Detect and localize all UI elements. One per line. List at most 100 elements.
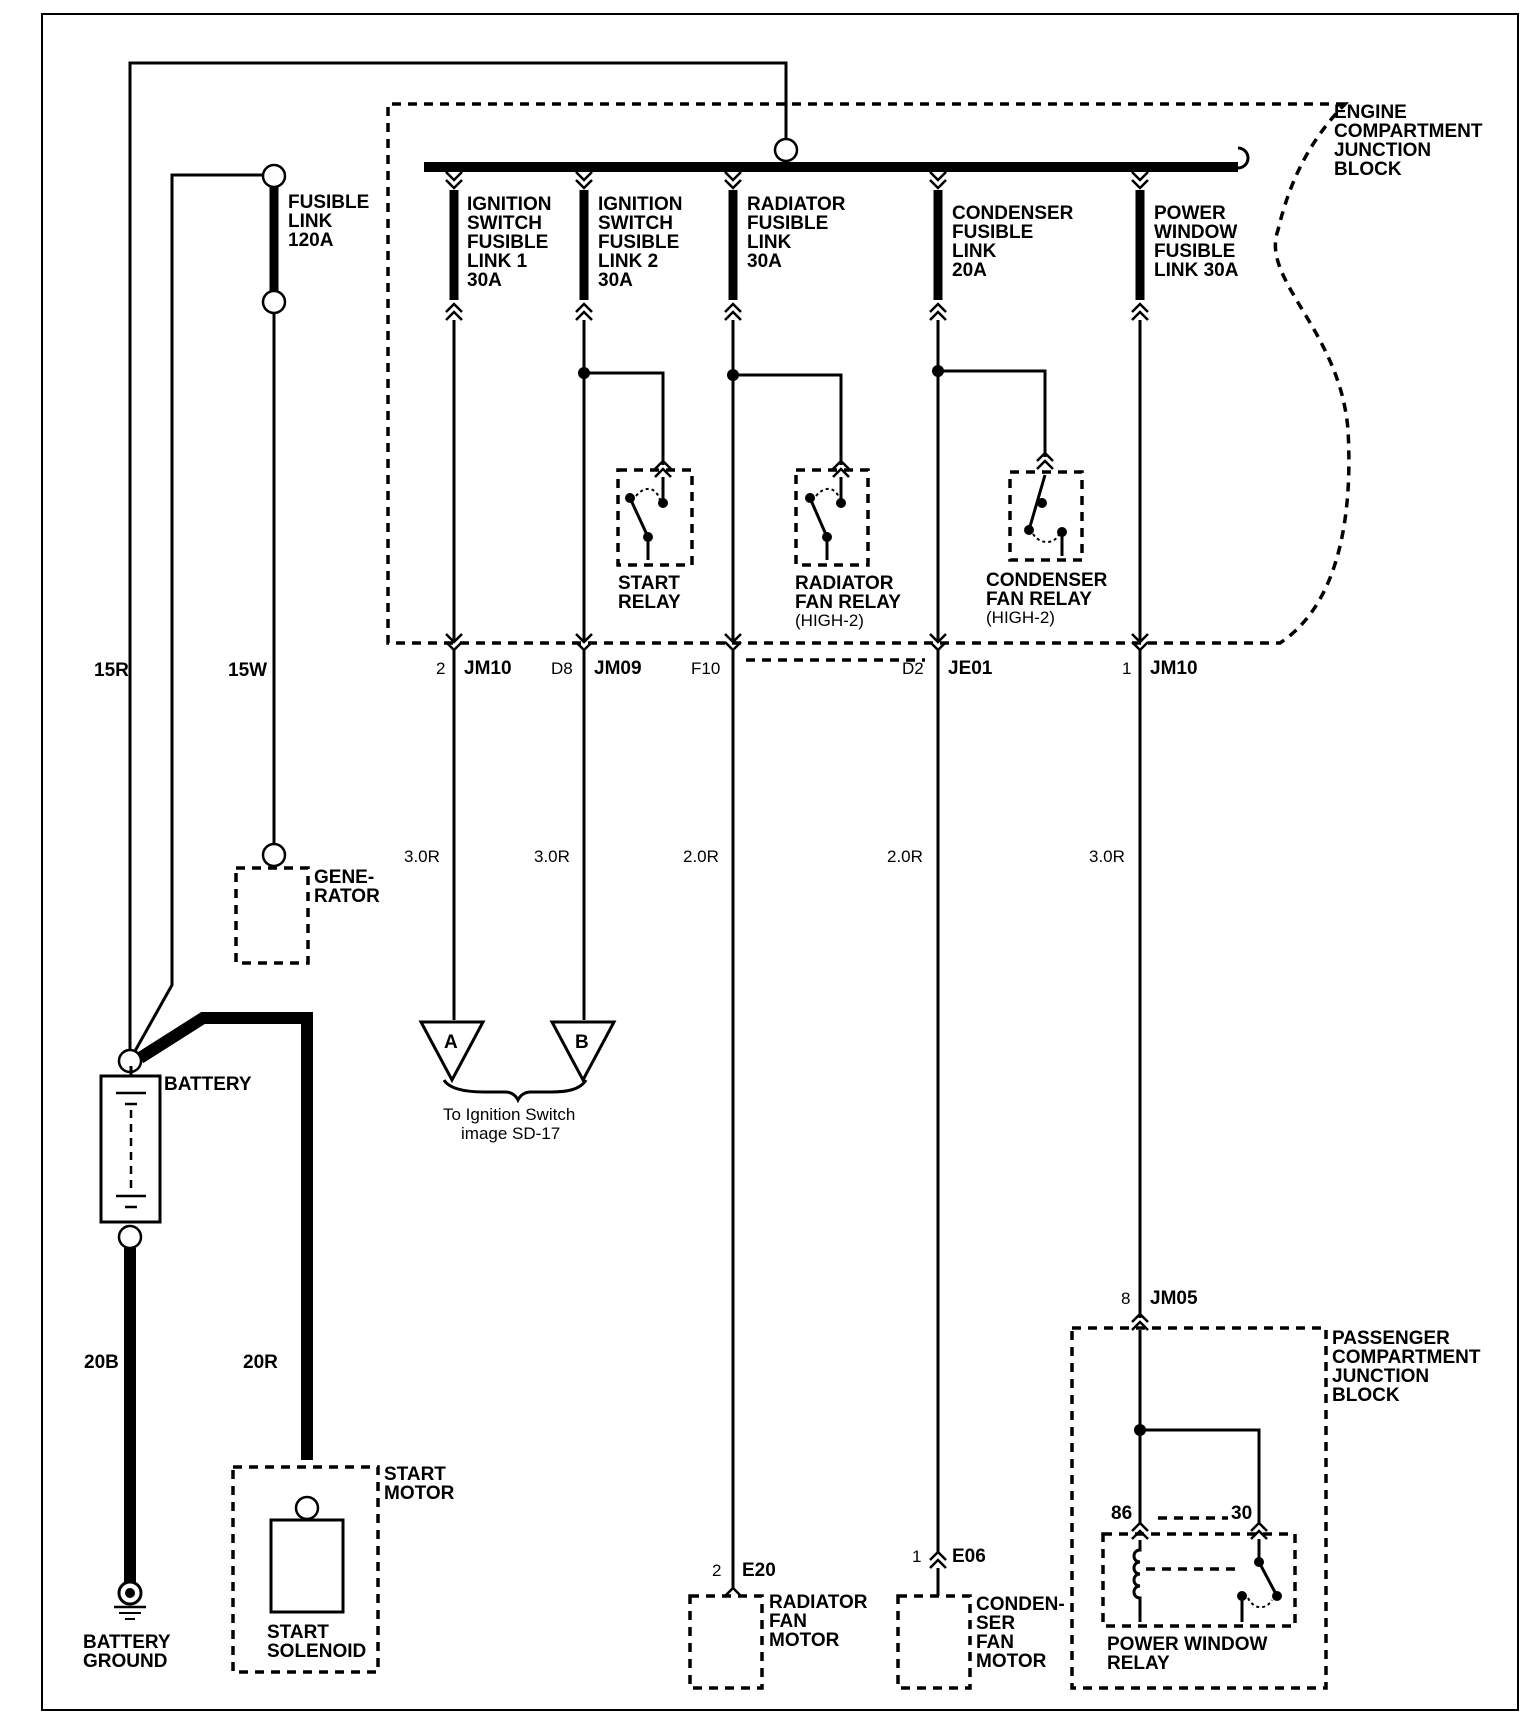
svg-text:BLOCK: BLOCK [1332, 1385, 1400, 1406]
svg-text:SWITCH: SWITCH [598, 213, 673, 234]
wire-15w [128, 173, 266, 1061]
radiator-fan-motor-label: RADIATOR FAN MOTOR [769, 1592, 868, 1651]
svg-text:JE01: JE01 [948, 658, 993, 679]
svg-text:RADIATOR: RADIATOR [795, 573, 894, 594]
svg-text:GROUND: GROUND [83, 1651, 167, 1672]
svg-text:JUNCTION: JUNCTION [1332, 1366, 1429, 1387]
svg-text:3.0R: 3.0R [404, 847, 440, 866]
fuse-ignition-1 [445, 171, 463, 1020]
svg-text:20A: 20A [952, 260, 987, 281]
svg-text:MOTOR: MOTOR [769, 1630, 840, 1651]
start-motor-label: START MOTOR [384, 1464, 455, 1504]
svg-text:FUSIBLE: FUSIBLE [747, 213, 828, 234]
svg-text:FAN RELAY: FAN RELAY [795, 592, 901, 613]
svg-text:LINK 30A: LINK 30A [1154, 260, 1239, 281]
svg-text:FAN: FAN [976, 1632, 1014, 1653]
svg-text:POWER: POWER [1154, 203, 1226, 224]
radiator-fan-relay [794, 468, 870, 567]
svg-text:E20: E20 [742, 1560, 776, 1581]
svg-text:FAN: FAN [769, 1611, 807, 1632]
svg-text:START: START [618, 573, 680, 594]
svg-text:RELAY: RELAY [618, 592, 681, 613]
radiator-fan-motor [688, 1594, 764, 1690]
svg-text:MOTOR: MOTOR [384, 1483, 455, 1504]
connector-b-label: B [575, 1032, 589, 1053]
svg-text:RADIATOR: RADIATOR [769, 1592, 868, 1613]
svg-text:LINK: LINK [747, 232, 792, 253]
svg-text:2: 2 [436, 659, 445, 678]
battery [99, 1074, 162, 1224]
fuse-condenser [929, 171, 947, 1552]
svg-text:2: 2 [712, 1561, 721, 1580]
connector-b: B [549, 1020, 617, 1084]
diagram-frame [41, 13, 1519, 1711]
start-solenoid [269, 1518, 345, 1614]
svg-text:LINK: LINK [288, 211, 333, 232]
battery-ground-label: BATTERY GROUND [83, 1632, 171, 1672]
svg-text:JUNCTION: JUNCTION [1334, 140, 1431, 161]
svg-text:SER: SER [976, 1613, 1015, 1634]
wire-20r-upper [136, 1012, 313, 1460]
svg-text:30A: 30A [467, 270, 502, 291]
battery-label: BATTERY [164, 1074, 252, 1095]
svg-text:JM10: JM10 [1150, 658, 1198, 679]
svg-text:POWER WINDOW: POWER WINDOW [1107, 1634, 1267, 1655]
svg-text:IGNITION: IGNITION [598, 194, 682, 215]
svg-text:LINK: LINK [952, 241, 997, 262]
svg-text:20B: 20B [84, 1352, 119, 1373]
busbar-terminal [773, 137, 799, 163]
fuse-radiator-label: RADIATOR FUSIBLE LINK 30A [747, 194, 846, 272]
svg-text:E06: E06 [952, 1546, 986, 1567]
fuse-ignition-2 [575, 171, 593, 1020]
connector-a: A [418, 1020, 486, 1084]
svg-text:BATTERY: BATTERY [83, 1632, 171, 1653]
engine-junction-block-label: ENGINE COMPARTMENT JUNCTION BLOCK [1334, 102, 1483, 180]
wire-15r [128, 61, 788, 1060]
svg-text:FUSIBLE: FUSIBLE [288, 192, 369, 213]
svg-text:JM05: JM05 [1150, 1288, 1198, 1309]
svg-text:1: 1 [912, 1547, 921, 1566]
svg-text:image SD-17: image SD-17 [461, 1124, 560, 1143]
condenser-fan-motor-label: CONDEN- SER FAN MOTOR [976, 1594, 1065, 1672]
svg-text:COMPARTMENT: COMPARTMENT [1332, 1347, 1481, 1368]
condenser-fan-relay [1008, 470, 1084, 562]
svg-text:START: START [267, 1622, 329, 1643]
svg-text:LINK 2: LINK 2 [598, 251, 658, 272]
ignition-switch-reference: To Ignition Switch image SD-17 [443, 1105, 575, 1143]
svg-text:LINK 1: LINK 1 [467, 251, 528, 272]
svg-text:15W: 15W [228, 660, 267, 681]
fuse-ignition-1-label: IGNITION SWITCH FUSIBLE LINK 1 30A [467, 194, 551, 291]
svg-text:FUSIBLE: FUSIBLE [1154, 241, 1235, 262]
condenser-fan-relay-label: CONDENSER FAN RELAY (HIGH-2) [986, 570, 1108, 627]
svg-text:IGNITION: IGNITION [467, 194, 551, 215]
svg-text:JM09: JM09 [594, 658, 642, 679]
svg-text:15R: 15R [94, 660, 129, 681]
svg-text:D8: D8 [551, 659, 573, 678]
svg-text:BLOCK: BLOCK [1334, 159, 1402, 180]
svg-text:WINDOW: WINDOW [1154, 222, 1237, 243]
svg-text:(HIGH-2): (HIGH-2) [986, 608, 1055, 627]
passenger-junction-block [1070, 1326, 1328, 1690]
svg-text:30A: 30A [598, 270, 633, 291]
svg-text:CONDENSER: CONDENSER [952, 203, 1074, 224]
svg-text:F10: F10 [691, 659, 720, 678]
fuse-condenser-label: CONDENSER FUSIBLE LINK 20A [952, 203, 1074, 281]
svg-text:2.0R: 2.0R [887, 847, 923, 866]
svg-text:SWITCH: SWITCH [467, 213, 542, 234]
svg-text:CONDEN-: CONDEN- [976, 1594, 1065, 1615]
fuse-radiator [724, 171, 742, 1590]
generator [234, 866, 310, 965]
svg-text:ENGINE: ENGINE [1334, 102, 1407, 123]
radiator-fan-relay-label: RADIATOR FAN RELAY (HIGH-2) [795, 573, 901, 630]
power-window-relay-label: POWER WINDOW RELAY [1107, 1634, 1267, 1674]
generator-label: GENE- RATOR [314, 867, 380, 907]
start-relay [616, 468, 694, 567]
fuse-power-window-label: POWER WINDOW FUSIBLE LINK 30A [1154, 203, 1239, 281]
svg-text:86: 86 [1111, 1503, 1132, 1524]
svg-text:SOLENOID: SOLENOID [267, 1641, 366, 1662]
svg-text:8: 8 [1121, 1289, 1130, 1308]
svg-text:1: 1 [1122, 659, 1131, 678]
svg-text:MOTOR: MOTOR [976, 1651, 1047, 1672]
svg-text:CONDENSER: CONDENSER [986, 570, 1108, 591]
